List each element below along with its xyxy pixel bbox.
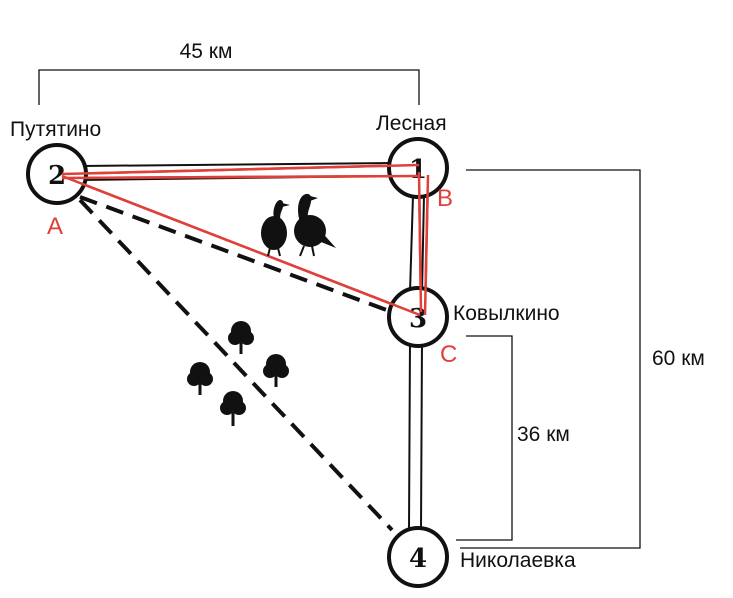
village-4-circle: 4 <box>387 526 449 588</box>
village-1-circle: 1 <box>387 137 449 199</box>
dimension-top <box>38 69 420 105</box>
village-2-name: Путятино <box>10 118 101 141</box>
point-c-label: C <box>440 341 457 368</box>
dimension-right-inner <box>456 335 513 541</box>
red-triangle <box>61 163 430 317</box>
red-triangle-over <box>61 163 430 317</box>
village-2-circle: 2 <box>26 143 88 205</box>
tree-icon <box>228 321 254 354</box>
village-1-name: Лесная <box>376 112 447 135</box>
tree-icon <box>263 354 289 387</box>
dashed-road-2-3 <box>79 195 393 314</box>
village-4-number: 4 <box>409 544 427 574</box>
dashed-road-2-4 <box>78 198 394 532</box>
tree-icon <box>220 391 246 426</box>
distance-right-inner-label: 36 км <box>517 423 570 446</box>
village-3-circle: 3 <box>387 286 449 348</box>
road-1-3-4 <box>408 194 425 531</box>
distance-top-label: 45 км <box>180 40 233 63</box>
dimension-right-outer <box>460 169 641 549</box>
geese-icon <box>261 193 336 257</box>
tree-icon <box>187 362 213 395</box>
distance-right-outer-label: 60 км <box>652 347 705 370</box>
point-a-label: A <box>47 213 63 240</box>
village-3-name: Ковылкино <box>453 302 560 325</box>
village-4-name: Николаевка <box>460 549 576 572</box>
village-1-number: 1 <box>409 155 427 185</box>
point-b-label: B <box>437 185 453 212</box>
village-2-number: 2 <box>48 161 66 191</box>
